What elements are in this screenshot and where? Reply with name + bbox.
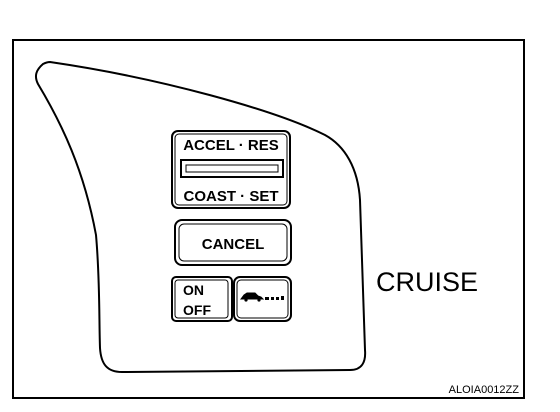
- cancel-button[interactable]: CANCEL: [174, 219, 292, 266]
- accel-coast-switch[interactable]: ACCEL · RES COAST · SET: [171, 130, 291, 209]
- distance-button-inner-border: [236, 279, 289, 319]
- rocker-slot-inner: [185, 164, 279, 173]
- cancel-label: CANCEL: [202, 236, 265, 253]
- cancel-button-housing: [174, 219, 292, 266]
- on-label: ON: [183, 282, 204, 298]
- figure-code: ALOIA0012ZZ: [449, 384, 520, 396]
- cancel-button-inner-border: [178, 223, 288, 262]
- on-off-switch[interactable]: ON OFF: [171, 276, 233, 322]
- on-off-switch-inner-border: [174, 279, 229, 319]
- distance-button[interactable]: [233, 276, 292, 322]
- coast-set-label: COAST · SET: [183, 188, 278, 205]
- rocker-slot: [180, 159, 284, 178]
- on-off-switch-housing: [171, 276, 233, 322]
- accel-res-label: ACCEL · RES: [183, 137, 279, 154]
- cruise-label: CRUISE: [376, 267, 478, 297]
- accel-coast-switch-inner-border: [174, 133, 288, 206]
- vehicle-distance-icon: [240, 292, 284, 302]
- off-label: OFF: [183, 302, 211, 318]
